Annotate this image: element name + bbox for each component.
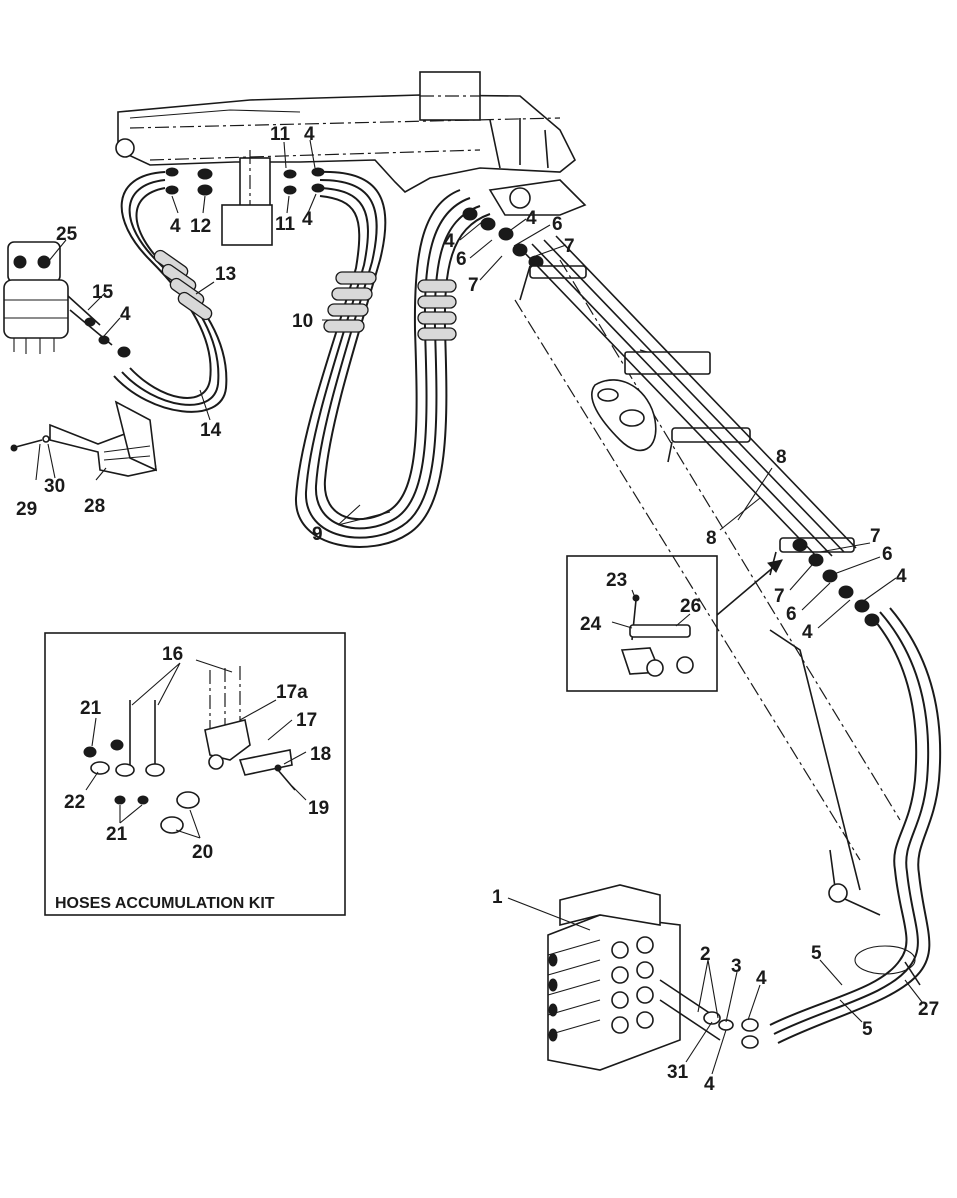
- callout-4-lower-a: 4: [896, 566, 907, 587]
- callout-4-joint-b: 4: [526, 208, 537, 229]
- upper-right-fittings: [462, 179, 587, 301]
- callout-4-top: 4: [304, 124, 315, 145]
- callout-6-joint-b: 6: [552, 214, 563, 235]
- callout-13: 13: [215, 264, 236, 285]
- hose-loop-9-10: [294, 170, 491, 548]
- callout-4-valve-bottom: 4: [704, 1074, 715, 1095]
- rotator: [3, 241, 131, 358]
- callout-10: 10: [292, 311, 313, 332]
- callout-9: 9: [312, 524, 323, 545]
- callout-7-joint-a: 7: [468, 275, 479, 296]
- callout-7-lower-b: 7: [774, 586, 785, 607]
- callout-1: 1: [492, 887, 503, 908]
- callout-11-top: 11: [270, 124, 291, 145]
- callout-17a: 17a: [276, 682, 308, 703]
- callout-21-top: 21: [80, 698, 102, 719]
- callout-28: 28: [84, 496, 105, 517]
- callout-4-joint-a: 4: [444, 231, 455, 252]
- callout-21-bottom: 21: [106, 824, 128, 845]
- callout-5-lower: 5: [862, 1019, 873, 1040]
- callout-24: 24: [580, 614, 602, 635]
- callout-4-rotator: 4: [120, 304, 131, 325]
- callout-4-left: 4: [170, 216, 181, 237]
- callout-labels: 11 4 4 12 11 4 25 13 15 4 10 14 30 29 28…: [16, 124, 939, 1095]
- control-valve: [547, 884, 759, 1071]
- lower-right-fittings: [792, 538, 880, 627]
- callout-19: 19: [308, 798, 329, 819]
- callout-12: 12: [190, 216, 211, 237]
- callout-16: 16: [162, 644, 183, 665]
- callout-4-valve-top: 4: [756, 968, 767, 989]
- kit-title: HOSES ACCUMULATION KIT: [55, 895, 275, 912]
- bracket: [10, 400, 157, 477]
- hose-loop-13-14: [113, 171, 228, 413]
- callout-7-lower-a: 7: [870, 526, 881, 547]
- callout-25: 25: [56, 224, 78, 245]
- callout-3: 3: [731, 956, 742, 977]
- boom-pipes: [519, 235, 857, 561]
- callout-8-upper: 8: [776, 447, 787, 468]
- hoses-5: [769, 607, 942, 1044]
- callout-7-joint-b: 7: [564, 236, 575, 257]
- callout-26: 26: [680, 596, 701, 617]
- callout-8-lower: 8: [706, 528, 717, 549]
- boom-head: [115, 71, 577, 246]
- callout-6-lower-a: 6: [882, 544, 893, 565]
- callout-18: 18: [310, 744, 331, 765]
- callout-31: 31: [667, 1062, 689, 1083]
- callout-27: 27: [918, 999, 939, 1020]
- callout-11-bottom: 11: [275, 214, 296, 235]
- callout-17: 17: [296, 710, 317, 731]
- callout-20: 20: [192, 842, 213, 863]
- callout-14: 14: [200, 420, 222, 441]
- callout-15: 15: [92, 282, 114, 303]
- clamp-detail-inset: [566, 555, 783, 692]
- boom-arm: [514, 259, 901, 916]
- callout-5-upper: 5: [811, 943, 822, 964]
- callout-4-lower-b: 4: [802, 622, 813, 643]
- callout-6-lower-b: 6: [786, 604, 797, 625]
- callout-22: 22: [64, 792, 85, 813]
- callout-2: 2: [700, 944, 711, 965]
- callout-30: 30: [44, 476, 65, 497]
- callout-4-mid: 4: [302, 209, 313, 230]
- callout-29: 29: [16, 499, 37, 520]
- leader-lines: [35, 139, 923, 1075]
- callout-23: 23: [606, 570, 627, 591]
- hoses-accumulation-kit-inset: [44, 632, 346, 916]
- callout-6-joint-a: 6: [456, 249, 467, 270]
